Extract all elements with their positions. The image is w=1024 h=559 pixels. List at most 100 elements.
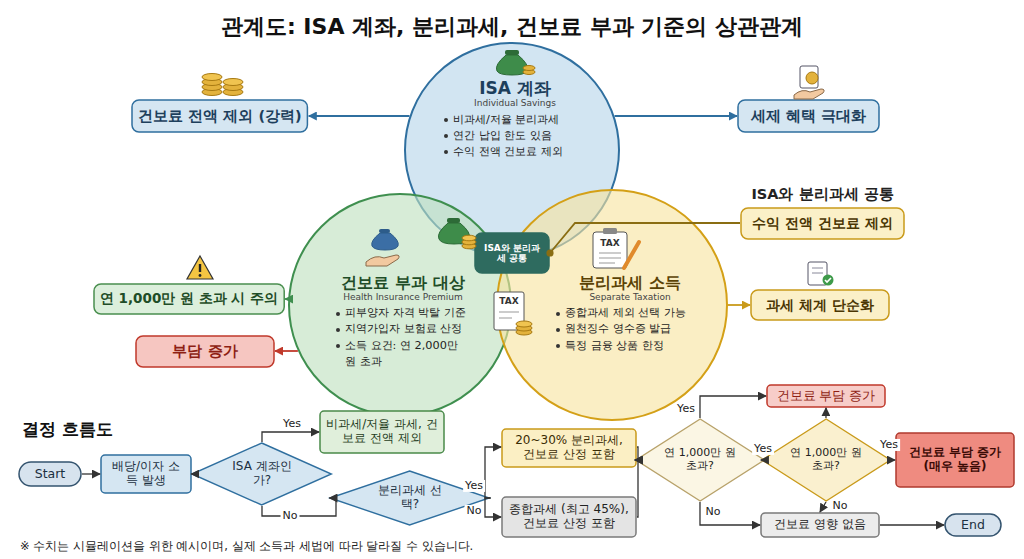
node-text: 연 1,000만 원 초과 시 주의 — [100, 291, 278, 307]
bullet-dot — [336, 344, 340, 348]
coin — [516, 321, 532, 327]
node-text: ISA와 분리과세 공통 — [481, 243, 543, 264]
box-outline — [502, 497, 636, 537]
diamond-outline — [636, 419, 764, 501]
circle-heading: ISA 계좌 — [442, 78, 588, 98]
connector — [880, 524, 944, 525]
text-line — [499, 318, 512, 319]
bullet-text: 연간 납입 한도 있음 — [453, 128, 552, 144]
node-text: 분리과세 선택? — [376, 484, 444, 512]
diamond-outline — [762, 419, 890, 501]
box-outline — [741, 208, 904, 239]
bag-tie — [505, 50, 519, 55]
callout-box: 과세 체계 단순화 — [750, 289, 890, 321]
coin — [806, 72, 818, 84]
icon-label: TAX — [499, 296, 518, 306]
connector — [761, 459, 765, 460]
circle-subtitle: Health Insurance Premium — [334, 292, 472, 303]
callout-box: 연 1,000만 원 초과 시 주의 — [93, 283, 285, 315]
node-text: 건보료 전액 제외 (강력) — [138, 108, 301, 125]
box-outline — [738, 100, 879, 132]
venn-circle: 건보료 부과 대상Health Insurance Premium 피부양자 자격… — [288, 193, 512, 417]
hand — [794, 89, 824, 99]
bullet-dot — [444, 118, 448, 122]
overlap-badge: ISA와 분리과세 공통 — [474, 232, 550, 274]
bullet-text: 비과세/저율 분리과세 — [453, 112, 559, 128]
node-text: 부담 증가 — [172, 343, 237, 360]
connector — [485, 447, 501, 498]
bullet-text: 지역가입자 보험료 산정 — [345, 321, 462, 337]
circle-outline — [288, 193, 512, 417]
icon-label: TAX — [600, 238, 619, 248]
bullet-dot — [444, 150, 448, 154]
process-box: 비과세/저율 과세, 건보료 전액 제외 — [319, 410, 445, 454]
callout-heading: ISA와 분리과세 공통 — [751, 185, 893, 204]
circle-heading: 분리과세 소득 — [554, 273, 706, 292]
connector — [275, 350, 298, 352]
bullet-dot — [336, 328, 340, 332]
edge-label: Yes — [675, 403, 697, 415]
bullet-text: 피부양자 자격 박탈 기준 — [345, 305, 466, 321]
box-outline — [502, 429, 636, 467]
bullet-dot — [444, 134, 448, 138]
process-box: 배당/이자 소득 발생 — [100, 454, 192, 494]
bullet-dot — [336, 312, 340, 316]
bag-tie — [447, 218, 460, 223]
circle-outline — [496, 189, 728, 421]
connector — [700, 502, 760, 525]
node-text: 연 1,000만 원 초과? — [660, 447, 740, 472]
node-text: 건보료 부담 증가 — [777, 389, 876, 403]
bullet-dot — [556, 344, 560, 348]
process-box: 종합과세 (최고 45%), 건보료 산정 포함 — [501, 496, 637, 538]
section-heading: 결정 흐름도 — [22, 418, 113, 441]
node-text: 비과세/저율 과세, 건보료 전액 제외 — [326, 418, 438, 446]
connector — [825, 408, 826, 418]
circle-subtitle: Individual Savings — [442, 98, 588, 109]
coin — [202, 74, 222, 81]
bullet-text: 수익 전액 건보료 제외 — [453, 144, 563, 160]
text-line — [599, 263, 615, 264]
node-text: 건보료 영향 없음 — [774, 518, 866, 532]
node-text: 건보료 부담 증가 (매우 높음) — [902, 446, 1008, 474]
terminal-pill: Start — [18, 461, 82, 487]
callout-box: 수익 전액 건보료 제외ISA와 분리과세 공통 — [740, 207, 905, 240]
text-line — [812, 268, 823, 269]
node-text: ISA 계좌인가? — [228, 460, 296, 488]
node-text: 배당/이자 소득 발생 — [108, 460, 184, 488]
edge-label: No — [831, 500, 850, 512]
decision-diamond: ISA 계좌인가? — [191, 442, 332, 506]
warning-icon — [187, 256, 213, 279]
edge-label: No — [281, 510, 300, 522]
circle-outline — [289, 194, 511, 416]
bag-tie — [379, 229, 390, 233]
edge-label: Yes — [463, 480, 485, 492]
text-line — [499, 312, 519, 313]
box-outline — [475, 233, 549, 273]
bullet-text: 소득 요건: 연 2,000만 원 초과 — [345, 338, 472, 370]
connector — [615, 115, 737, 117]
decision-diamond: 연 1,000만 원 초과? — [635, 418, 765, 502]
callout-box: 세제 혜택 극대화 — [737, 99, 880, 133]
circle-heading: 건보료 부과 대상 — [334, 273, 472, 292]
edge-label: Yes — [281, 418, 303, 430]
text-line — [812, 273, 823, 274]
warning-dot — [199, 274, 202, 277]
result-box: 건보료 영향 없음 — [760, 512, 880, 538]
text-line — [599, 253, 621, 254]
node-text: End — [961, 518, 985, 532]
bullet-text: 특정 금융 상품 한정 — [565, 338, 664, 354]
box-outline — [136, 336, 274, 367]
venn-circle: 분리과세 소득Separate Taxation종합과세 제외 선택 가능원천징… — [496, 189, 728, 421]
edge-label: Yes — [752, 443, 774, 455]
check-mark — [825, 278, 831, 282]
edge-label: No — [465, 505, 484, 517]
circle-subtitle: Separate Taxation — [554, 292, 706, 303]
hand-coin-icon — [794, 66, 824, 99]
venn-circle: ISA 계좌Individual Savings 비과세/저율 분리과세연간 납입… — [404, 42, 620, 258]
terminal-pill: End — [944, 513, 1002, 537]
coin — [462, 235, 476, 241]
bullet-text: 종합과세 제외 선택 가능 — [565, 305, 686, 321]
node-text: 과세 체계 단순화 — [766, 297, 874, 313]
node-text: 세제 혜택 극대화 — [751, 108, 866, 125]
decision-diamond: 분리과세 선택? — [329, 470, 490, 526]
